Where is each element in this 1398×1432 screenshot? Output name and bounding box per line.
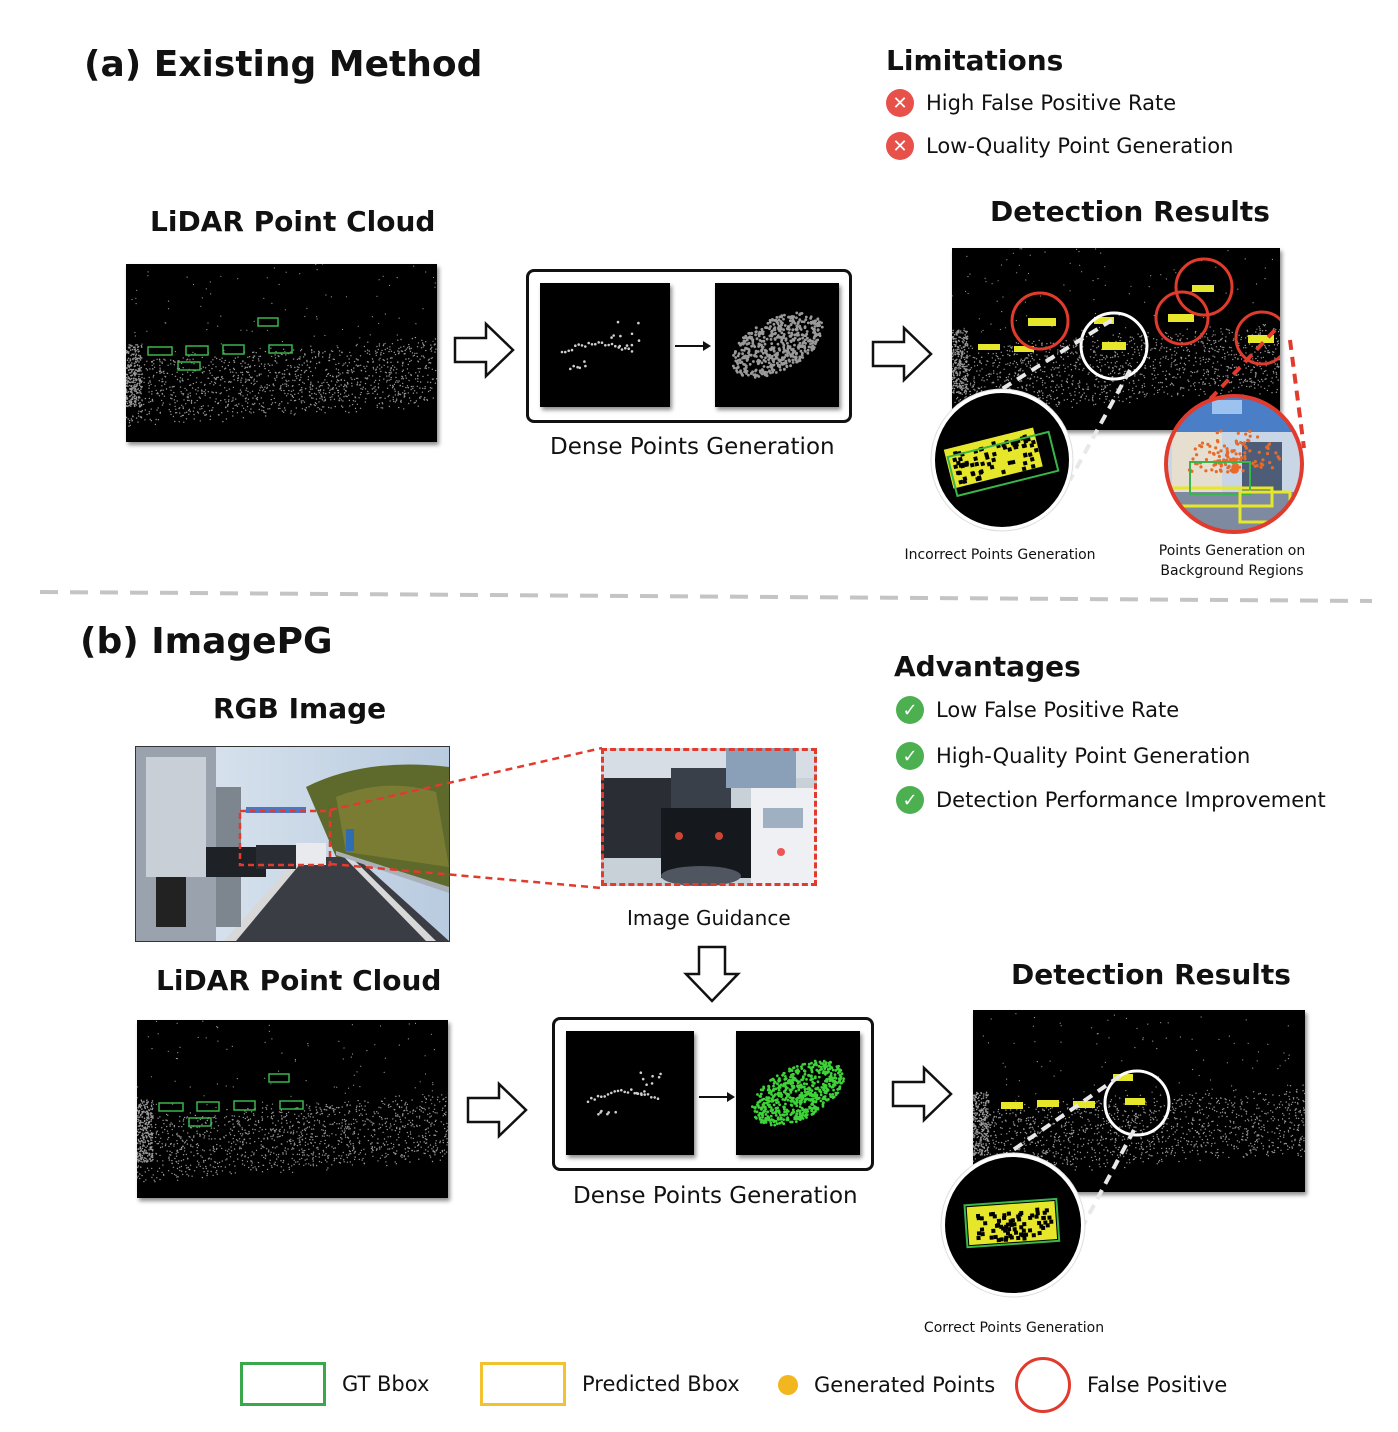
legend-false-positive: False Positive [1015, 1357, 1227, 1413]
predicted-bbox [1001, 1102, 1023, 1109]
lidar-scan [126, 264, 437, 427]
detection-label-b: Detection Results [1011, 958, 1291, 991]
advantages-heading: Advantages [894, 650, 1081, 683]
sparse-points-panel [540, 283, 670, 407]
predicted-bbox [1014, 346, 1034, 352]
cross-icon: ✕ [886, 132, 914, 160]
dense-points-box-a [526, 269, 852, 423]
lidar-scan [137, 1020, 448, 1183]
predicted-bbox [1037, 1100, 1059, 1107]
image-guidance-zoom [601, 748, 817, 886]
arrow-down-icon [682, 944, 742, 1004]
legend-predicted-bbox: Predicted Bbox [480, 1362, 740, 1406]
lidar-panel-b [137, 1020, 448, 1198]
lidar-label-a: LiDAR Point Cloud [150, 205, 436, 238]
zoom-marker [1103, 1069, 1171, 1137]
gt-bbox [158, 1102, 184, 1112]
check-icon: ✓ [896, 696, 924, 724]
predicted-bbox [1028, 318, 1056, 326]
limitation-item: ✕ Low-Quality Point Generation [886, 132, 1233, 160]
gt-bbox [188, 1117, 212, 1127]
lidar-label-b: LiDAR Point Cloud [156, 964, 442, 997]
legend-generated-points: Generated Points [778, 1373, 995, 1397]
predicted-bbox [1168, 314, 1194, 322]
detection-scan [973, 1013, 1305, 1176]
predicted-bbox-swatch [480, 1362, 566, 1406]
predicted-bbox [978, 344, 1000, 350]
zoom-marker [1079, 311, 1149, 381]
guidance-caption: Image Guidance [627, 906, 791, 930]
arrow-right-icon [675, 340, 711, 352]
gt-bbox-swatch [240, 1362, 326, 1406]
false-positive-marker [1010, 291, 1070, 351]
predicted-bbox [1102, 342, 1126, 350]
predicted-bbox [1113, 1074, 1133, 1081]
section-a-title: (a) Existing Method [84, 44, 483, 85]
dense-caption-b: Dense Points Generation [573, 1183, 858, 1209]
detection-scan [952, 248, 1280, 414]
predicted-bbox [1192, 285, 1214, 292]
caption-incorrect: Incorrect Points Generation [904, 547, 1096, 563]
rgb-image [135, 746, 450, 942]
arrow-right-icon [699, 1091, 735, 1103]
arrow-right-icon [465, 1080, 529, 1140]
gt-bbox [233, 1100, 256, 1111]
gt-bbox [196, 1101, 220, 1112]
rgb-label: RGB Image [213, 692, 387, 725]
advantage-item: ✓ High-Quality Point Generation [896, 742, 1250, 770]
arrow-right-icon [890, 1064, 954, 1124]
limitations-heading: Limitations [886, 44, 1064, 77]
dense-points-box-b [552, 1017, 874, 1171]
dense-points-panel [736, 1031, 860, 1155]
lidar-panel-a [126, 264, 437, 442]
zoom-background-points [1162, 392, 1306, 536]
gt-bbox [257, 317, 279, 327]
gt-bbox [268, 344, 293, 354]
zoom-incorrect-points [930, 388, 1074, 532]
gt-bbox [185, 345, 209, 356]
caption-background: Points Generation on Background Regions [1158, 543, 1306, 579]
arrow-right-icon [870, 324, 934, 384]
zoom-lines-c [988, 1074, 1136, 1251]
gt-bbox [268, 1073, 290, 1083]
generated-points-swatch [778, 1375, 798, 1395]
predicted-bbox [1248, 335, 1274, 343]
section-b-title: (b) ImagePG [80, 621, 333, 662]
false-positive-marker [1174, 257, 1234, 317]
false-positive-marker [1234, 310, 1280, 366]
sparse-points-panel [566, 1031, 694, 1155]
predicted-bbox [1094, 317, 1114, 324]
advantage-item: ✓ Detection Performance Improvement [896, 786, 1326, 814]
gt-bbox [177, 361, 201, 371]
detection-label-a: Detection Results [990, 195, 1270, 228]
false-positive-marker [1154, 290, 1210, 346]
dense-caption-a: Dense Points Generation [550, 434, 835, 460]
legend-gt-bbox: GT Bbox [240, 1362, 429, 1406]
predicted-bbox [1073, 1101, 1095, 1108]
section-divider [39, 590, 1373, 603]
arrow-right-icon [452, 320, 516, 380]
check-icon: ✓ [896, 786, 924, 814]
zoom-correct-points [940, 1152, 1086, 1298]
gt-bbox [222, 344, 245, 355]
predicted-bbox [1125, 1098, 1145, 1105]
false-positive-swatch [1015, 1357, 1071, 1413]
gt-bbox [279, 1100, 304, 1110]
advantage-item: ✓ Low False Positive Rate [896, 696, 1179, 724]
gt-bbox [147, 346, 173, 356]
zoom-lines-b [329, 746, 603, 890]
limitation-item: ✕ High False Positive Rate [886, 89, 1176, 117]
caption-correct: Correct Points Generation [923, 1320, 1105, 1336]
zoom-lines-a [992, 318, 1306, 481]
dense-points-panel [715, 283, 839, 407]
cross-icon: ✕ [886, 89, 914, 117]
check-icon: ✓ [896, 742, 924, 770]
